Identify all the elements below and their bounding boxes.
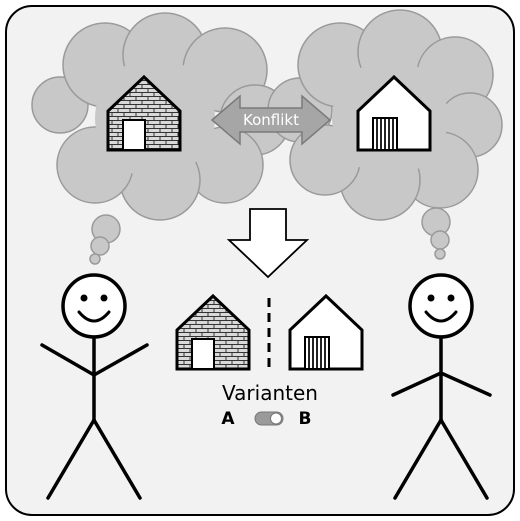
left-stick-figure xyxy=(40,273,149,500)
conflict-label: Konflikt xyxy=(243,111,299,129)
toggle-label-b: B xyxy=(299,409,312,429)
down-arrow-icon xyxy=(226,208,310,279)
variant-b-plain-house-icon xyxy=(288,293,364,371)
left-smiley-face-icon xyxy=(61,273,127,339)
toggle-label-a: A xyxy=(221,409,235,429)
brick-house-icon xyxy=(106,74,182,152)
variants-label: Varianten xyxy=(222,381,318,405)
variant-toggle-switch[interactable] xyxy=(254,411,284,426)
right-smiley-face-icon xyxy=(408,273,474,339)
conflict-double-arrow xyxy=(210,94,332,146)
right-thought-bubbles xyxy=(421,207,451,260)
toggle-knob xyxy=(270,412,282,425)
variant-a-brick-house-icon xyxy=(175,293,251,371)
left-thought-bubbles xyxy=(89,214,121,265)
right-stick-figure xyxy=(391,273,492,500)
plain-house-icon xyxy=(356,74,432,152)
